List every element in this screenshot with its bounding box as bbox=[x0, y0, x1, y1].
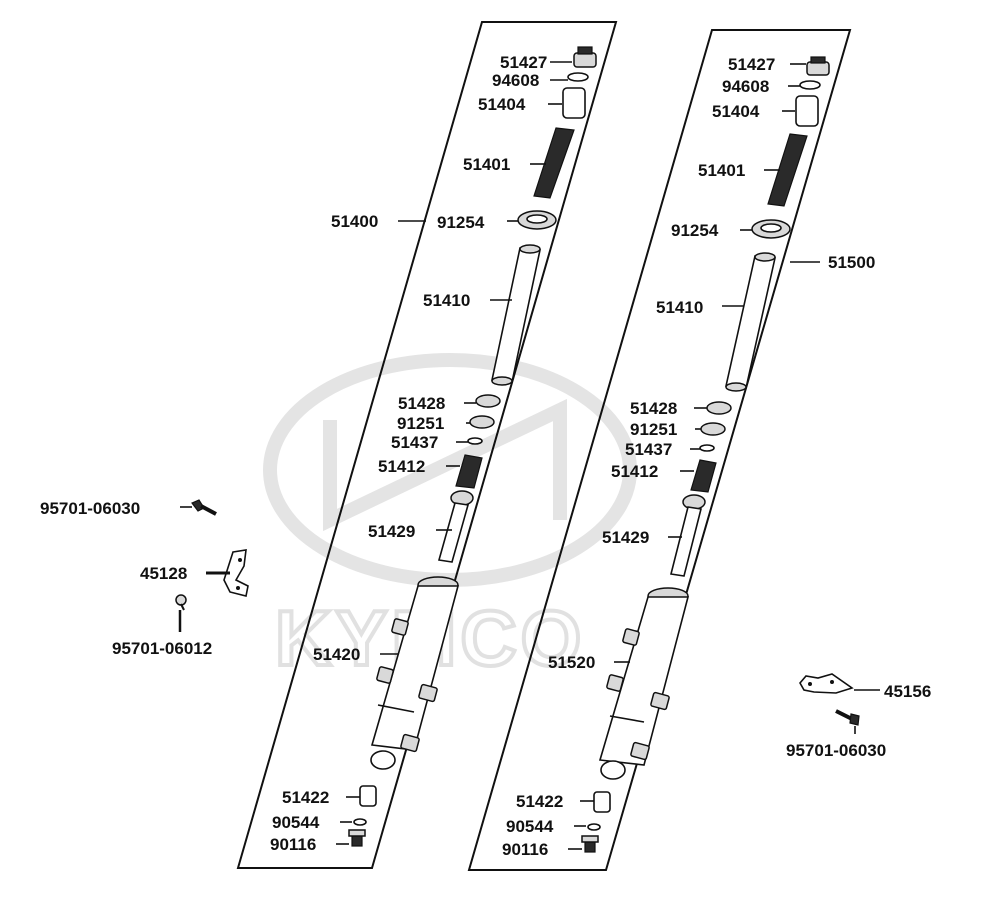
right-label-oil-lock: 51422 bbox=[516, 792, 563, 811]
right-oil-lock-part bbox=[593, 791, 611, 813]
right-piston-part bbox=[670, 494, 706, 577]
right-spring-part bbox=[767, 133, 808, 207]
right-assembly: 51427 94608 51404 51401 91254 51500 5141… bbox=[502, 55, 875, 859]
left-spring-part bbox=[533, 127, 575, 199]
left-inner-tube-part bbox=[491, 244, 541, 386]
right-label-cap: 51427 bbox=[728, 55, 775, 74]
left-label-oring: 94608 bbox=[492, 71, 539, 90]
left-label-oil-seal: 91254 bbox=[437, 213, 485, 232]
left-label-cap: 51427 bbox=[500, 53, 547, 72]
left-assembly-label: 51400 bbox=[331, 212, 378, 231]
left-label-gasket: 90544 bbox=[272, 813, 320, 832]
right-label-rebound-spring: 51412 bbox=[611, 462, 658, 481]
right-assembly-frame bbox=[467, 29, 852, 871]
left-clip-part bbox=[467, 437, 483, 445]
left-label-inner-tube: 51410 bbox=[423, 291, 470, 310]
left-oil-lock-part bbox=[359, 785, 377, 807]
bracket-45156-part bbox=[799, 673, 854, 694]
right-dust-seal-part bbox=[700, 422, 726, 436]
right-label-spacer: 51404 bbox=[712, 102, 760, 121]
left-cap-part bbox=[573, 52, 597, 68]
left-assembly: 51427 94608 51404 51401 51400 91254 5141… bbox=[270, 46, 597, 854]
right-gasket-part bbox=[587, 823, 601, 831]
left-label-washer: 51428 bbox=[398, 394, 445, 413]
left-label-rebound-spring: 51412 bbox=[378, 457, 425, 476]
right-washer-part bbox=[706, 401, 732, 415]
left-assembly-frame bbox=[236, 21, 618, 869]
small-bolt-part bbox=[175, 594, 187, 611]
left-dust-seal-part bbox=[469, 415, 495, 429]
right-label-spring: 51401 bbox=[698, 161, 745, 180]
right-label-oil-seal: 91254 bbox=[671, 221, 719, 240]
left-label-spacer: 51404 bbox=[478, 95, 526, 114]
left-label-clip: 51437 bbox=[391, 433, 438, 452]
left-spacer-part bbox=[562, 87, 586, 119]
label-left-loose-bolt: 95701-06030 bbox=[40, 499, 140, 518]
right-inner-tube-part bbox=[725, 252, 776, 392]
loose-parts: 95701-06030 45128 95701-06012 45156 bbox=[40, 499, 931, 760]
right-label-oring: 94608 bbox=[722, 77, 769, 96]
left-label-outer-tube: 51420 bbox=[313, 645, 360, 664]
right-clip-part bbox=[699, 444, 715, 452]
left-bolt-part bbox=[348, 829, 366, 847]
label-bracket-45156: 45156 bbox=[884, 682, 931, 701]
right-label-piston: 51429 bbox=[602, 528, 649, 547]
left-gasket-part bbox=[353, 818, 367, 826]
right-label-bolt: 90116 bbox=[502, 840, 548, 859]
watermark-k-mark bbox=[323, 398, 567, 532]
right-label-dust-seal: 91251 bbox=[630, 420, 677, 439]
right-cap-top bbox=[810, 56, 826, 64]
left-label-spring: 51401 bbox=[463, 155, 510, 174]
label-right-loose-bolt: 95701-06030 bbox=[786, 741, 886, 760]
left-outer-tube-part bbox=[370, 576, 460, 770]
right-label-outer-tube: 51520 bbox=[548, 653, 595, 672]
right-label-gasket: 90544 bbox=[506, 817, 554, 836]
left-label-dust-seal: 91251 bbox=[397, 414, 444, 433]
right-loose-bolt-part bbox=[835, 709, 860, 726]
label-small-bolt: 95701-06012 bbox=[112, 639, 212, 658]
right-bolt-part bbox=[581, 835, 599, 853]
left-label-bolt: 90116 bbox=[270, 835, 316, 854]
left-oring-part bbox=[567, 72, 589, 82]
left-washer-part bbox=[475, 394, 501, 408]
right-rebound-spring-part bbox=[690, 459, 717, 493]
right-label-washer: 51428 bbox=[630, 399, 677, 418]
label-bracket-45128: 45128 bbox=[140, 564, 187, 583]
bracket-45128-part bbox=[223, 549, 249, 597]
right-label-inner-tube: 51410 bbox=[656, 298, 703, 317]
left-label-piston: 51429 bbox=[368, 522, 415, 541]
right-spacer-part bbox=[795, 95, 819, 127]
right-cap-part bbox=[806, 61, 830, 76]
left-loose-bolt-part bbox=[191, 499, 217, 516]
right-oring-part bbox=[799, 80, 821, 90]
right-outer-tube-part bbox=[598, 587, 690, 780]
right-assembly-label: 51500 bbox=[828, 253, 875, 272]
left-rebound-spring-part bbox=[455, 454, 483, 489]
right-label-clip: 51437 bbox=[625, 440, 672, 459]
left-piston-part bbox=[437, 490, 474, 563]
left-label-oil-lock: 51422 bbox=[282, 788, 329, 807]
left-cap-top bbox=[577, 46, 593, 55]
